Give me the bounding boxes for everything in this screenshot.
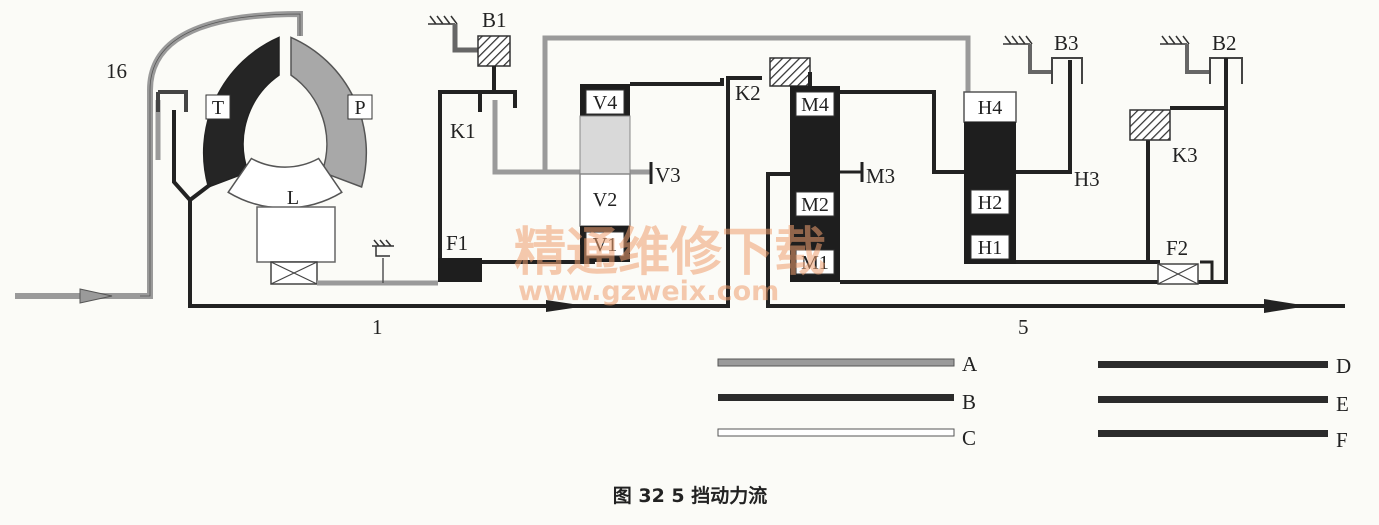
label-k2: K2 xyxy=(735,81,761,105)
label-m2: M2 xyxy=(801,194,829,216)
label-m1: M1 xyxy=(801,252,829,274)
input-path-gray xyxy=(15,10,303,304)
legend-key-a: A xyxy=(962,352,978,376)
label-v2: V2 xyxy=(593,189,617,211)
turbine-label: T xyxy=(212,97,224,119)
clutch-k3-block xyxy=(1129,109,1171,141)
legend-swatch-c xyxy=(717,428,955,437)
label-v4: V4 xyxy=(593,92,617,114)
legend-swatch-a xyxy=(717,358,955,367)
clutch-k2-block xyxy=(769,57,811,87)
drive-path-dark xyxy=(172,76,762,312)
legend-key-d: D xyxy=(1336,354,1351,378)
stator-label: L xyxy=(287,187,299,209)
label-k1: K1 xyxy=(450,119,476,143)
brake-b1-block xyxy=(477,35,511,67)
pump-label: P xyxy=(354,97,365,119)
legend-key-e: E xyxy=(1336,392,1349,416)
planetary-set-h xyxy=(963,60,1160,264)
legend-swatch-f xyxy=(1098,430,1328,437)
turbine-wheel xyxy=(202,36,280,188)
label-h3: H3 xyxy=(1074,167,1100,191)
watermark-text: 精通维修下载 xyxy=(514,223,826,283)
label-h1: H1 xyxy=(978,237,1002,259)
label-16: 16 xyxy=(106,59,127,83)
stator-wheel xyxy=(227,157,343,209)
planetary-set-m xyxy=(766,86,1345,313)
clutch-k2 xyxy=(769,57,812,90)
legend-swatch-b xyxy=(718,394,954,401)
label-v1: V1 xyxy=(593,234,617,256)
label-m4: M4 xyxy=(801,94,829,116)
label-f2: F2 xyxy=(1166,236,1188,260)
legend-key-f: F xyxy=(1336,428,1348,452)
pump-wheel xyxy=(290,36,368,188)
label-k3: K3 xyxy=(1172,143,1198,167)
brake-b2-group xyxy=(1146,35,1243,282)
label-h4: H4 xyxy=(978,97,1002,119)
torque-converter: T P L xyxy=(202,36,373,285)
brake-b3-group xyxy=(1003,35,1083,84)
figure-caption: 图 32 5 挡动力流 xyxy=(613,484,768,507)
legend-key-c: C xyxy=(962,426,976,450)
label-h2: H2 xyxy=(978,192,1002,214)
legend-swatch-e xyxy=(1098,396,1328,403)
label-v3: V3 xyxy=(655,163,681,187)
freewheel-f1-block xyxy=(438,258,482,282)
stator-ground-path xyxy=(317,239,438,286)
watermark-url: www.gzweix.com xyxy=(518,276,779,307)
label-b3: B3 xyxy=(1054,31,1079,55)
label-b2: B2 xyxy=(1212,31,1237,55)
label-b1: B1 xyxy=(482,8,507,32)
label-5: 5 xyxy=(1018,315,1029,339)
label-1: 1 xyxy=(372,315,383,339)
label-m3: M3 xyxy=(866,164,895,188)
legend: A B C D E F xyxy=(717,352,1351,452)
label-f1: F1 xyxy=(446,231,468,255)
legend-key-b: B xyxy=(962,390,976,414)
legend-swatch-d xyxy=(1098,361,1328,368)
bypass-path-gray xyxy=(542,35,971,172)
